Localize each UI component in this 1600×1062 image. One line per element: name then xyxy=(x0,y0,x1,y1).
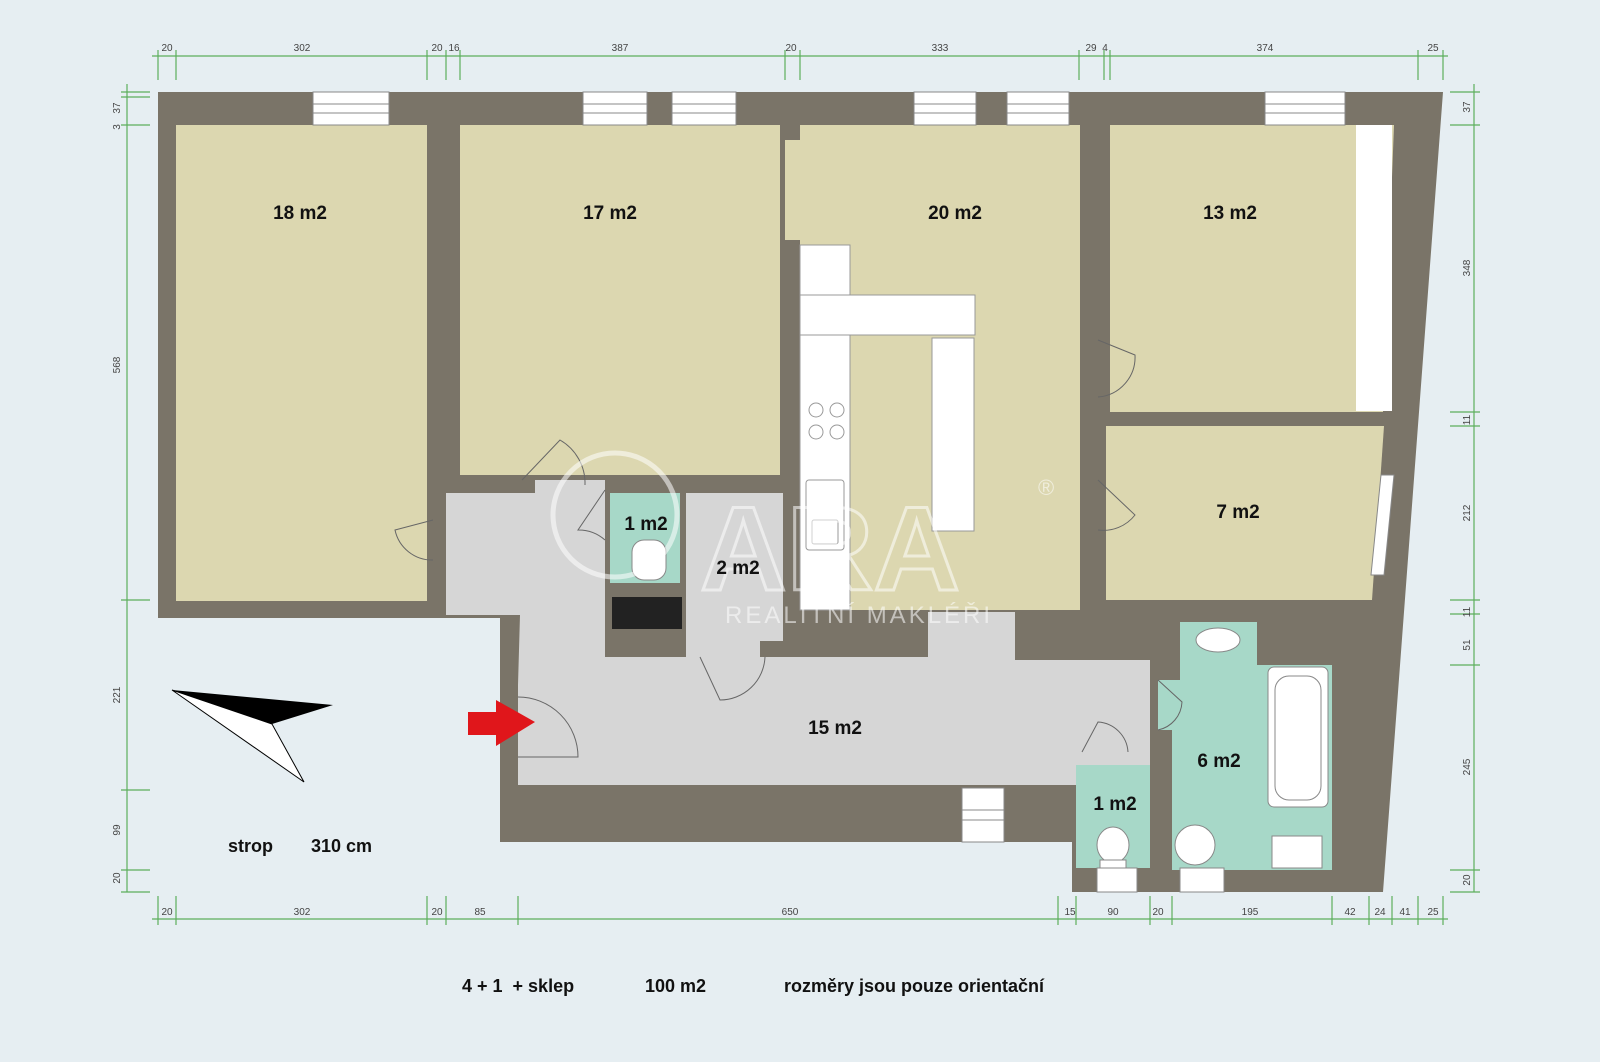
dim-top: 20 xyxy=(161,43,173,54)
dim-bottom: 650 xyxy=(782,907,799,918)
dim-top: 29 xyxy=(1085,43,1097,54)
dim-left: 99 xyxy=(112,824,123,836)
dim-top: 20 xyxy=(431,43,443,54)
dim-right: 348 xyxy=(1462,259,1473,276)
dimension-lines xyxy=(121,50,1480,925)
bathroom-6-label: 6 m2 xyxy=(1197,751,1240,772)
dim-bottom: 195 xyxy=(1242,907,1259,918)
dimensions-left: 3 37 568 221 99 20 xyxy=(112,102,123,884)
footer-area: 100 m2 xyxy=(645,976,706,996)
dim-right: 11 xyxy=(1462,414,1473,425)
ceiling-value: 310 cm xyxy=(311,836,372,856)
dim-bottom: 20 xyxy=(431,907,443,918)
dim-top: 374 xyxy=(1257,43,1274,54)
dim-right: 37 xyxy=(1462,101,1473,113)
room-labels: 18 m2 17 m2 20 m2 13 m2 7 m2 1 m2 2 m2 1… xyxy=(273,203,1260,815)
dim-left: 221 xyxy=(112,686,123,703)
dim-top: 20 xyxy=(785,43,797,54)
dim-left: 3 xyxy=(112,124,123,130)
dim-top: 25 xyxy=(1427,43,1439,54)
dim-right: 20 xyxy=(1462,874,1473,886)
ceiling-label: strop xyxy=(228,836,273,856)
wc-1a-label: 1 m2 xyxy=(624,514,667,535)
dim-bottom: 20 xyxy=(1152,907,1164,918)
dim-bottom: 25 xyxy=(1427,907,1439,918)
dim-left: 568 xyxy=(112,356,123,373)
watermark-logo: ARA ® REALITNÍ MAKLÉŘI xyxy=(550,450,1054,629)
footer-layout: 4 + 1 + sklep xyxy=(462,976,574,996)
kitchen-units xyxy=(799,244,976,611)
dim-bottom: 41 xyxy=(1399,907,1411,918)
dim-top: 387 xyxy=(612,43,629,54)
doors xyxy=(394,339,1183,758)
entrance-arrow-icon xyxy=(468,700,535,746)
north-arrow-icon xyxy=(171,689,333,783)
room-17-label: 17 m2 xyxy=(583,203,637,224)
dimensions-bottom: 20 302 20 85 650 15 90 20 195 42 24 41 2… xyxy=(161,907,1439,918)
room-20-label: 20 m2 xyxy=(928,203,982,224)
storage-2-label: 2 m2 xyxy=(716,558,759,579)
room-7-label: 7 m2 xyxy=(1216,502,1259,523)
dim-bottom: 302 xyxy=(294,907,311,918)
dim-top: 4 xyxy=(1102,43,1108,54)
dim-bottom: 20 xyxy=(161,907,173,918)
dim-top: 16 xyxy=(448,43,460,54)
watermark-tagline: REALITNÍ MAKLÉŘI xyxy=(725,602,993,629)
dim-right: 11 xyxy=(1462,606,1473,617)
footer-summary: 4 + 1 + sklep 100 m2 rozměry jsou pouze … xyxy=(462,976,1045,996)
dim-left: 37 xyxy=(112,102,123,114)
footer-note: rozměry jsou pouze orientační xyxy=(784,976,1045,996)
dim-bottom: 42 xyxy=(1344,907,1356,918)
hall-15-label: 15 m2 xyxy=(808,718,862,739)
ceiling-height: strop 310 cm xyxy=(228,836,372,856)
dim-bottom: 85 xyxy=(474,907,486,918)
dim-right: 51 xyxy=(1462,639,1473,651)
dimensions-top: 20 302 20 16 387 20 333 29 4 374 25 xyxy=(161,43,1439,54)
watermark-registered: ® xyxy=(1038,475,1054,500)
dim-right: 212 xyxy=(1462,504,1473,521)
dim-top: 333 xyxy=(932,43,949,54)
dim-top: 302 xyxy=(294,43,311,54)
dim-bottom: 90 xyxy=(1107,907,1119,918)
wc-1b-label: 1 m2 xyxy=(1093,794,1136,815)
room-18-label: 18 m2 xyxy=(273,203,327,224)
watermark-brand: ARA xyxy=(700,482,960,616)
dimensions-right: 37 348 11 212 11 51 245 20 xyxy=(1462,101,1473,886)
dim-right: 245 xyxy=(1462,758,1473,775)
dim-left: 20 xyxy=(112,872,123,884)
room-13-label: 13 m2 xyxy=(1203,203,1257,224)
windows xyxy=(312,91,1395,893)
dim-bottom: 15 xyxy=(1064,907,1076,918)
dim-bottom: 24 xyxy=(1374,907,1386,918)
